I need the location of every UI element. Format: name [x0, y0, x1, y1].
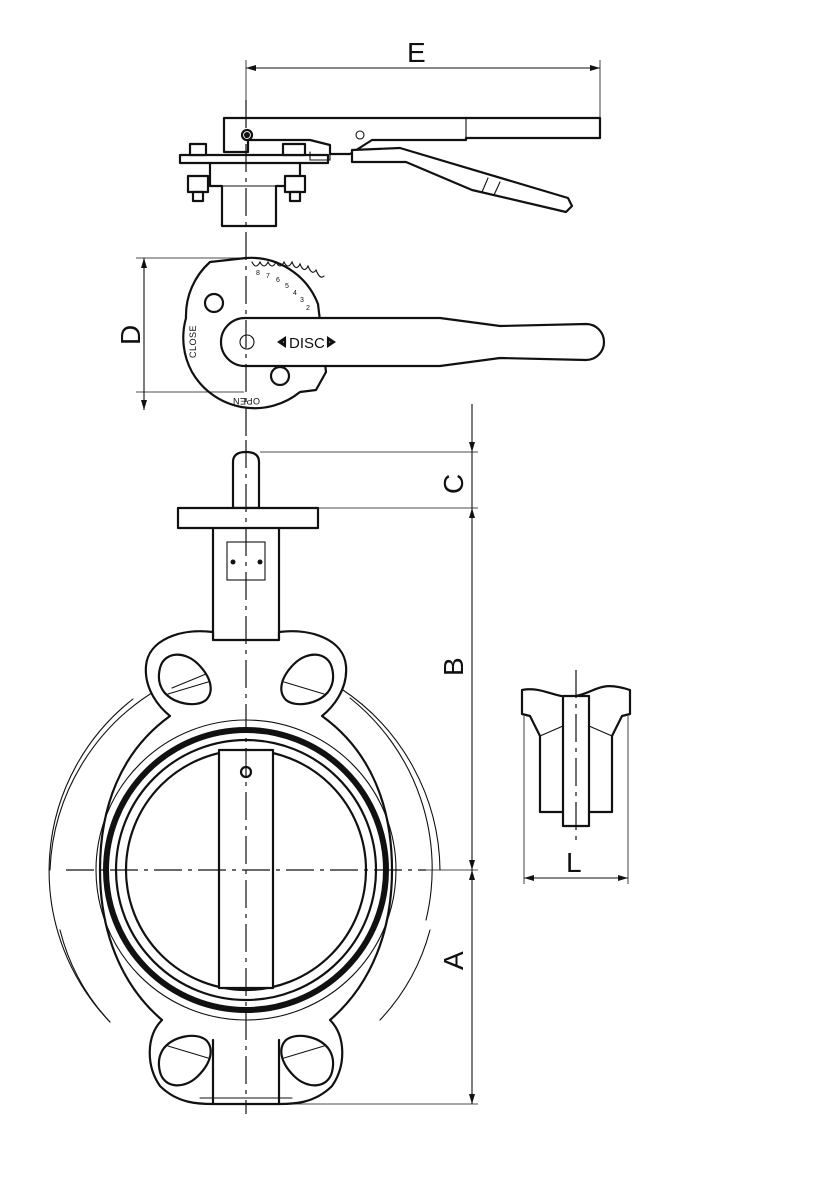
top-flange: [176, 506, 320, 530]
handle-top-view: [178, 116, 602, 228]
scale-mark-4: 4: [293, 290, 297, 297]
valve-side-view: [520, 670, 632, 840]
dimension-C: C: [260, 404, 478, 509]
dimension-label-B: B: [438, 657, 469, 676]
handle-base-plate: [178, 153, 330, 165]
outer-arc-right: [349, 697, 433, 921]
lug-slot-bottom-right: [280, 1034, 335, 1087]
dimension-label-D: D: [115, 325, 146, 345]
bottom-stub: [211, 1038, 281, 1106]
scale-mark-1: 7: [266, 273, 270, 280]
dimension-E: E: [245, 37, 601, 125]
notch-teeth: [251, 260, 325, 278]
outer-arc-left: [48, 698, 134, 1023]
outer-arc-left-2: [49, 687, 161, 871]
dimension-B: B: [438, 508, 475, 870]
stem: [231, 450, 261, 510]
scale-mark-5: 3: [300, 297, 304, 304]
scale-mark-3: 5: [285, 283, 289, 290]
handle-neck: [208, 161, 302, 228]
left-bolt: [186, 142, 210, 203]
close-label: CLOSE: [188, 325, 198, 358]
disc-label: DISC: [289, 335, 325, 352]
lug-slot-top-left: [157, 653, 212, 706]
lug-slot-bottom-left: [157, 1034, 212, 1087]
dimension-L: L: [523, 716, 629, 884]
lug-slot-top-right: [280, 653, 335, 706]
indicator-plate-view: 8 7 6 5 4 3 2 DISC CLOSE OPEN: [182, 256, 606, 410]
scale-numbers: 8 7 6 5 4 3 2: [256, 270, 310, 312]
scale-mark-0: 8: [256, 270, 260, 277]
right-bolt: [281, 142, 307, 203]
lever-plan: [219, 316, 606, 368]
dimension-label-A: A: [438, 951, 469, 970]
dimension-D: D: [115, 257, 244, 410]
neck: [211, 526, 281, 642]
dimension-label-C: C: [438, 474, 469, 494]
mounting-hole-top: [203, 292, 225, 314]
dimension-label-L: L: [566, 847, 582, 878]
dimension-A: A: [292, 869, 478, 1105]
lever-arm: [222, 116, 602, 156]
valve-body-front-view: [48, 440, 441, 1114]
scale-mark-2: 6: [276, 277, 280, 284]
scale-mark-6: 2: [306, 305, 310, 312]
lever-trigger: [350, 146, 574, 214]
dimension-label-E: E: [407, 37, 426, 68]
outer-arc-right-2: [339, 687, 441, 871]
